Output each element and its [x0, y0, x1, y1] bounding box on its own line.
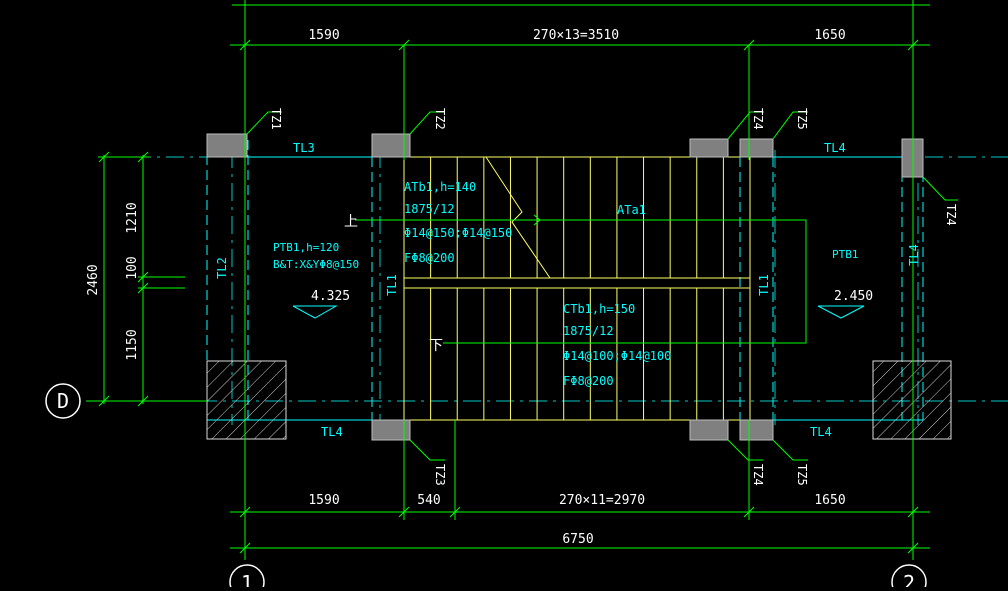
- up-label: 上: [344, 214, 358, 230]
- dim-overall: 6750: [562, 532, 593, 547]
- beam-tl2: TL2: [215, 257, 229, 279]
- axis-label-2: 2: [903, 571, 915, 587]
- beam-tl4-bottom-right: TL4: [810, 425, 832, 439]
- axis-label-1: 1: [241, 571, 253, 587]
- dim-left-total: 2460: [86, 264, 101, 295]
- dim-bottom-gap: 540: [417, 493, 440, 508]
- dimension-lines: [86, 0, 930, 560]
- axis-bubble-1: [229, 564, 265, 591]
- wall-bottom-left: [206, 360, 287, 440]
- elevation-marks: 4.325 2.450: [292, 289, 873, 319]
- dim-left-bottom: 1150: [125, 329, 140, 360]
- slab-notes: PTB1,h=120 B&T:X&YΦ8@150 PTB1: [273, 241, 859, 271]
- column-bottom-mid-left: [371, 419, 411, 441]
- lower-flight-notes: CTb1,h=150 1875/12 Φ14@100;Φ14@100 FΦ8@2…: [563, 302, 671, 388]
- beam-tl4-top: TL4: [824, 141, 846, 155]
- upper-flight-tag: ATa1: [617, 203, 646, 217]
- beam-tl4-right: TL4: [907, 244, 921, 266]
- column-top-right: [739, 138, 774, 158]
- tag-tz4-right: TZ4: [944, 204, 958, 226]
- lower-flight-main-rebar: Φ14@100;Φ14@100: [563, 349, 671, 363]
- left-slab-name: PTB1,h=120: [273, 241, 339, 254]
- beam-labels: TL3 TL4 TL4 TL4 TL2 TL1 TL1 TL4: [215, 141, 921, 439]
- tag-tz5-top: TZ5: [795, 108, 809, 130]
- column-top-left: [206, 133, 248, 158]
- upper-treads: [430, 157, 724, 278]
- dim-top-middle: 270×13=3510: [533, 28, 619, 43]
- beam-tl1-right: TL1: [757, 274, 771, 296]
- lower-flight-size: 1875/12: [563, 324, 614, 338]
- flight-arrows: [355, 214, 807, 344]
- down-label: 下: [429, 338, 443, 354]
- lower-treads: [430, 288, 724, 420]
- upper-flight-dist-rebar: FΦ8@200: [404, 251, 455, 265]
- dim-top-right: 1650: [814, 28, 845, 43]
- column-bottom-mid-right: [689, 419, 729, 441]
- beam-tl1-left: TL1: [385, 274, 399, 296]
- axis-bubble-2: [891, 564, 927, 591]
- column-top-mid-right: [689, 138, 729, 158]
- tag-leaders: [246, 111, 958, 461]
- wall-bottom-right: [872, 360, 952, 440]
- dim-left-mid: 100: [125, 256, 140, 279]
- concrete-walls: [206, 360, 952, 440]
- upper-flight-size: 1875/12: [404, 202, 455, 216]
- beam-tl4-bottom-left: TL4: [321, 425, 343, 439]
- lower-flight-dist-rebar: FΦ8@200: [563, 374, 614, 388]
- column-bottom-right: [739, 419, 774, 441]
- dim-top-left: 1590: [308, 28, 339, 43]
- dim-bottom-middle: 270×11=2970: [559, 493, 645, 508]
- stair-flights: [403, 156, 751, 421]
- upper-flight-main-rebar: Φ14@150;Φ14@150: [404, 226, 512, 240]
- axis-label-d: D: [57, 389, 69, 413]
- right-slab-name: PTB1: [832, 248, 859, 261]
- dimension-texts: 1590 270×13=3510 1650 1590 540 270×11=29…: [86, 28, 846, 547]
- tag-tz1: TZ1: [269, 108, 283, 130]
- lower-flight-name: CTb1,h=150: [563, 302, 635, 316]
- tag-tz3: TZ3: [433, 464, 447, 486]
- axis-bubble-labels: D 1 2: [57, 389, 915, 591]
- upper-flight-notes: ATb1,h=140 1875/12 Φ14@150;Φ14@150 FΦ8@2…: [404, 180, 646, 265]
- tag-tz4-bottom: TZ4: [751, 464, 765, 486]
- tag-tz5-bottom: TZ5: [795, 464, 809, 486]
- tag-tz4-top: TZ4: [751, 108, 765, 130]
- tag-tz2: TZ2: [433, 108, 447, 130]
- column-top-mid-left: [371, 133, 411, 158]
- axis-bubble-d: [45, 383, 81, 419]
- beam-tl3: TL3: [293, 141, 315, 155]
- elevation-left: 4.325: [311, 289, 350, 304]
- column-tags: TZ1 TZ2 TZ4 TZ5 TZ3 TZ4 TZ5 TZ4: [269, 108, 958, 486]
- break-line: [485, 156, 551, 279]
- dim-bottom-right: 1650: [814, 493, 845, 508]
- columns[interactable]: [206, 133, 924, 441]
- dim-bottom-left: 1590: [308, 493, 339, 508]
- left-slab-rebar: B&T:X&YΦ8@150: [273, 258, 359, 271]
- axis-bubbles[interactable]: [45, 383, 927, 591]
- upper-flight-name: ATb1,h=140: [404, 180, 476, 194]
- dim-left-top: 1210: [125, 202, 140, 233]
- elevation-right: 2.450: [834, 289, 873, 304]
